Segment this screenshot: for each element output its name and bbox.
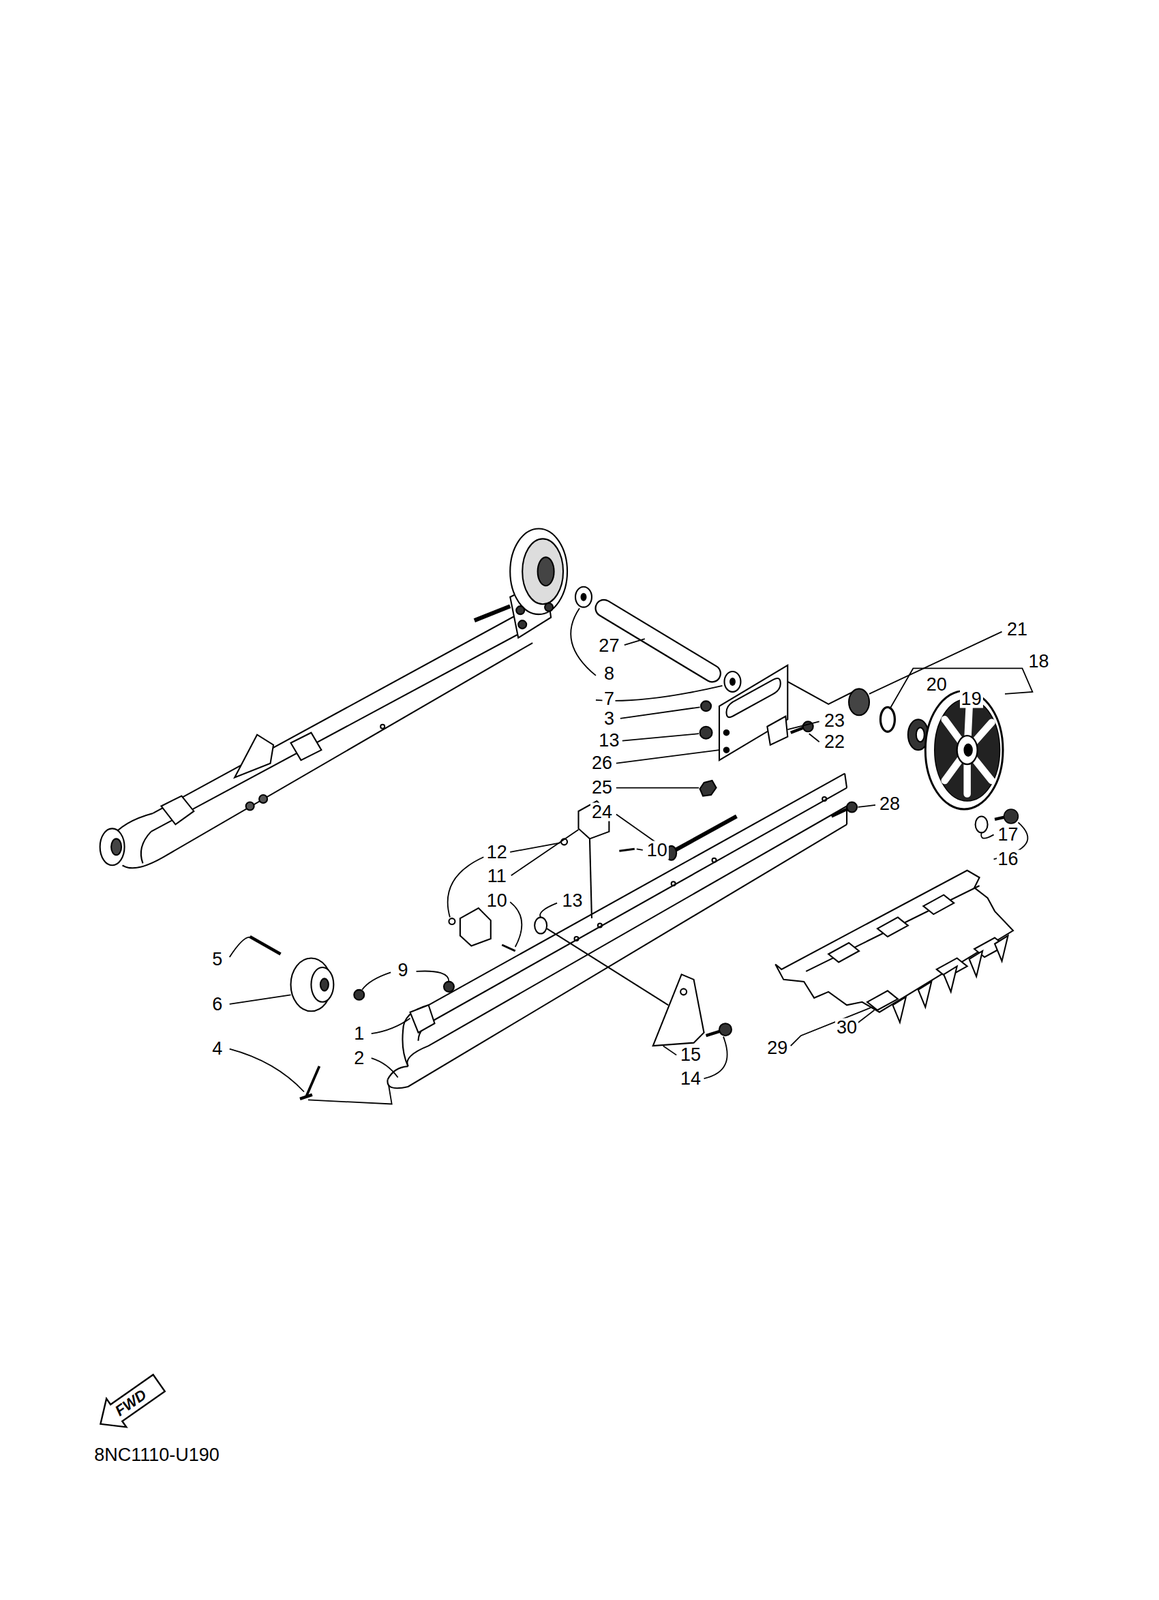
callout-number: 21 [1005, 620, 1029, 639]
callout-number: 10 [485, 891, 509, 911]
leader-lines [229, 608, 1033, 1104]
callout-number: 11 [486, 867, 508, 886]
axle-and-washers [575, 586, 741, 692]
callout-number: 8 [602, 664, 616, 683]
callout-number: 18 [1026, 651, 1050, 671]
near-rail [387, 773, 847, 1089]
callout-number: 10 [645, 840, 669, 860]
callout-number: 15 [679, 1045, 703, 1065]
callout-number: 26 [590, 754, 614, 773]
callout-number: 6 [210, 994, 224, 1014]
callout-number: 25 [590, 778, 614, 797]
callout-number: 29 [765, 1038, 789, 1057]
callout-number: 4 [210, 1039, 224, 1059]
forward-arrow [90, 1368, 170, 1439]
callout-number: 7 [602, 689, 616, 709]
callout-number: 13 [597, 731, 621, 750]
callout-number: 28 [878, 794, 902, 814]
small-parts [250, 801, 732, 1100]
callout-number: 13 [560, 891, 584, 911]
callout-number: 30 [835, 1017, 859, 1037]
callout-number: 5 [210, 949, 224, 969]
diagram-code: 8NC1110-U190 [92, 1445, 221, 1464]
far-rail [100, 528, 568, 868]
rear-bracket-parts [666, 665, 929, 861]
callout-number: 14 [679, 1069, 703, 1088]
callout-number: 12 [485, 842, 509, 862]
callout-number: 23 [822, 711, 847, 730]
callout-number: 19 [959, 689, 984, 709]
callout-number: 2 [352, 1048, 366, 1067]
track-section [775, 870, 1014, 1023]
callout-number: 17 [996, 825, 1020, 845]
callout-number: 27 [597, 636, 621, 656]
idler-wheel [925, 690, 1018, 833]
callout-number: 20 [925, 675, 949, 695]
callout-number: 1 [352, 1024, 366, 1043]
callout-number: 3 [602, 709, 616, 728]
callout-number: 22 [822, 732, 847, 751]
callout-number: 16 [996, 850, 1020, 869]
callout-number: 24 [590, 803, 614, 822]
callout-number: 9 [396, 961, 410, 980]
